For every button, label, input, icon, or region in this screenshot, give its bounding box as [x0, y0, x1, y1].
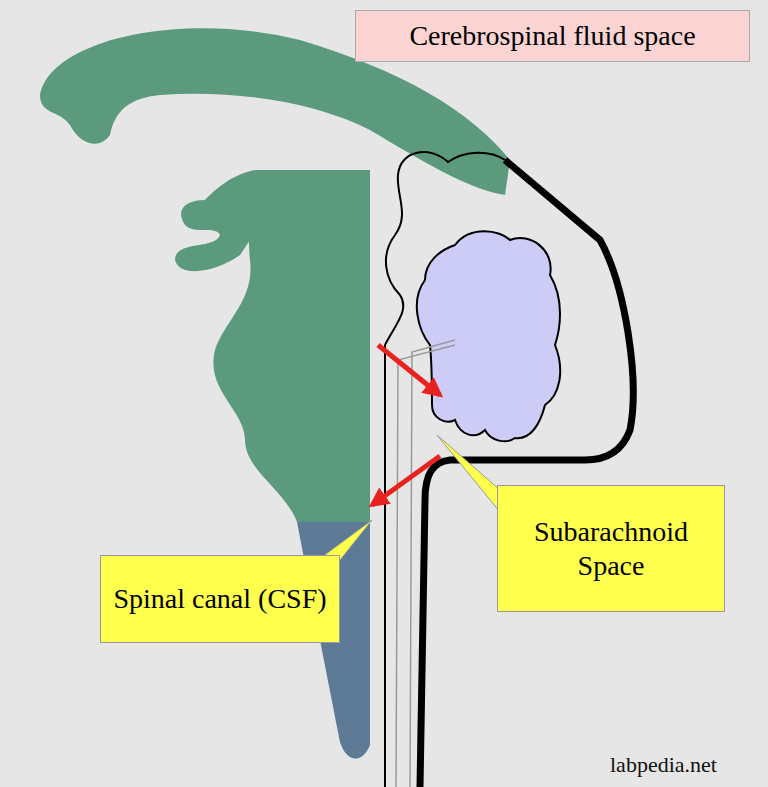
cerebellum: [417, 231, 560, 441]
red-arrow: [378, 345, 440, 395]
callout-pointer: [318, 520, 372, 560]
box-text: Cerebrospinal fluid space: [366, 19, 739, 53]
red-arrow: [372, 456, 440, 505]
callout-box: Spinal canal (CSF): [100, 555, 340, 643]
callout-box: Subarachnoid Space: [497, 485, 725, 612]
dura-line: [420, 160, 633, 787]
box-text: Spinal canal (CSF): [111, 582, 329, 616]
title-box: Cerebrospinal fluid space: [355, 10, 750, 62]
ventricle-column: [213, 170, 370, 522]
arachnoid-line: [385, 152, 505, 787]
box-text: Subarachnoid Space: [508, 515, 714, 582]
callout-pointer: [437, 435, 500, 512]
watermark: labpedia.net: [610, 752, 717, 778]
third-ventricle: [175, 170, 255, 271]
